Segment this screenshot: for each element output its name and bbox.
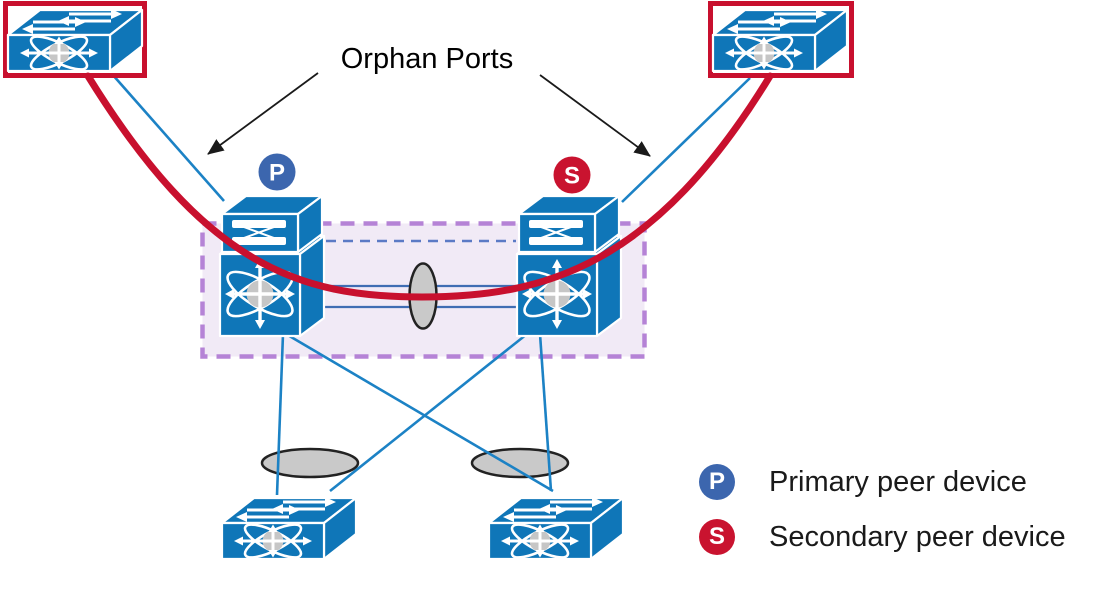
switch-icon-top-right: [713, 9, 847, 76]
secondary-badge: S: [553, 156, 591, 194]
link-secondary-leftswitch: [329, 332, 528, 493]
primary-badge-letter: P: [269, 160, 285, 187]
port-channel-left-icon: [260, 447, 360, 479]
links: [111, 73, 751, 496]
orphan-arrow-left: [207, 72, 319, 155]
orphan-ports-label: Orphan Ports: [340, 43, 514, 75]
link-orphan-right: [621, 77, 751, 203]
switch-icon-bottom-left: [222, 497, 356, 564]
orphan-port-red-path: [84, 72, 774, 301]
orphan-port-highlight-left: [3, 1, 147, 78]
link-primary-leftswitch: [275, 333, 285, 496]
secondary-badge-letter: S: [564, 163, 580, 190]
link-secondary-rightswitch: [538, 333, 553, 492]
legend: P Primary peer device S Secondary peer d…: [699, 464, 1066, 555]
legend-secondary-label: Secondary peer device: [769, 520, 1066, 553]
legend-item-primary: P Primary peer device: [699, 464, 1066, 500]
switch-icon-bottom-right: [489, 497, 623, 564]
legend-secondary-letter: S: [708, 523, 725, 550]
primary-badge: P: [258, 153, 296, 191]
secondary-badge-icon: S: [699, 519, 735, 555]
link-primary-rightswitch: [285, 332, 554, 493]
legend-primary-label: Primary peer device: [769, 465, 1027, 498]
orphan-arrow-right: [539, 74, 651, 157]
secondary-peer-device-icon: [515, 194, 623, 338]
legend-item-secondary: S Secondary peer device: [699, 519, 1066, 555]
primary-badge-icon: P: [699, 464, 735, 500]
legend-primary-letter: P: [708, 468, 725, 495]
orphan-port-highlight-right: [708, 1, 854, 78]
link-orphan-left: [111, 73, 225, 202]
switch-icon-top-left: [8, 9, 142, 76]
